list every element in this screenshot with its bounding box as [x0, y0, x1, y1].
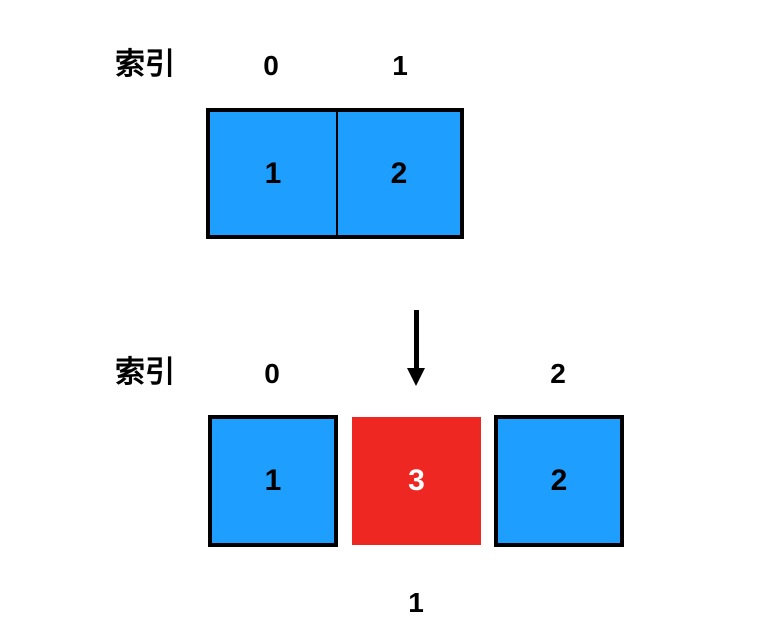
before-index-row-label: 索引 — [115, 48, 175, 81]
insert-arrow-down-icon — [407, 310, 425, 386]
before-array-cell-0: 1 — [206, 108, 338, 239]
after-array-cell-inserted: 3 — [352, 417, 481, 545]
before-array-cell-1: 2 — [336, 108, 464, 239]
after-index-row-label: 索引 — [115, 356, 175, 389]
before-index-label-0: 0 — [263, 50, 279, 81]
before-index-label-1: 1 — [392, 50, 408, 81]
after-array-cell-0: 1 — [208, 415, 338, 547]
inserted-index-label: 1 — [408, 587, 424, 618]
after-array-cell-2: 2 — [494, 415, 624, 547]
after-index-label-0: 0 — [264, 358, 280, 389]
after-index-label-2: 2 — [550, 358, 566, 389]
